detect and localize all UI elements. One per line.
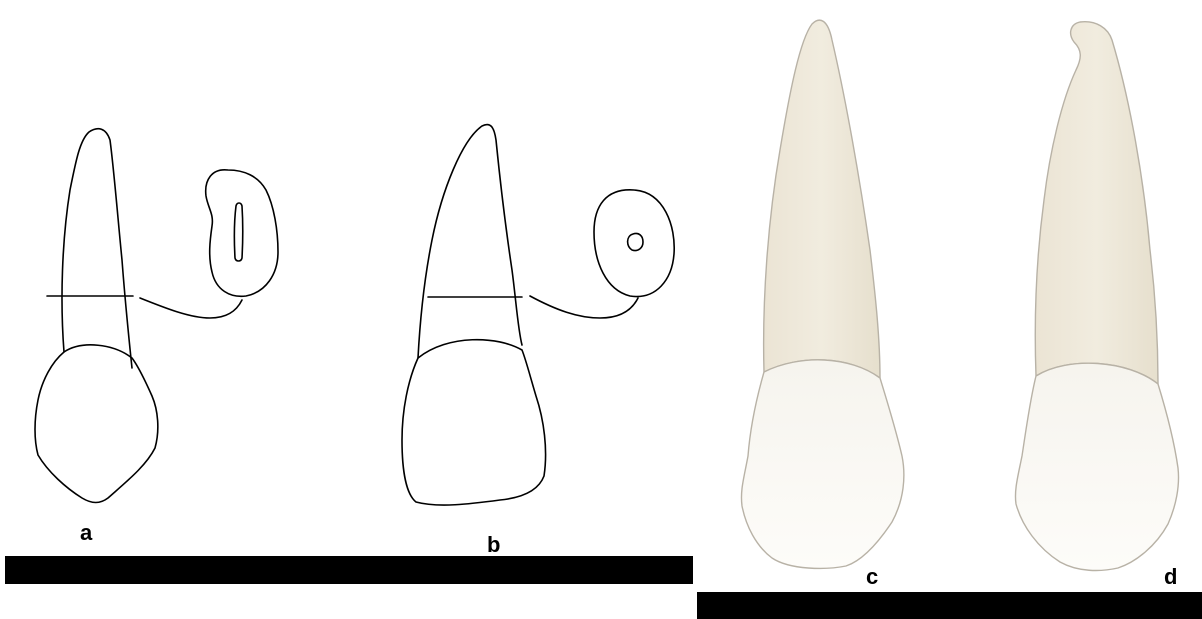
black-bar-left	[5, 556, 693, 584]
tooth-d-crown	[1015, 363, 1178, 570]
tooth-b-cross-section	[594, 190, 674, 297]
tooth-b-drawing	[402, 125, 674, 506]
tooth-a-cross-section	[206, 170, 278, 297]
tooth-c-crown	[741, 360, 903, 569]
tooth-a-pulp-canal	[234, 203, 242, 261]
tooth-b-crown-outline	[402, 340, 546, 505]
tooth-c-root	[764, 20, 880, 378]
tooth-b-pulp	[628, 233, 643, 250]
panel-label-b: b	[487, 534, 500, 556]
tooth-a-crown-outline	[35, 345, 158, 503]
tooth-b-root-outline	[418, 125, 522, 358]
tooth-a-drawing	[35, 129, 278, 503]
panel-label-c: c	[866, 566, 878, 588]
tooth-d-root	[1035, 22, 1158, 384]
tooth-d-illustration	[1015, 22, 1178, 571]
tooth-a-root-outline	[62, 129, 132, 368]
tooth-c-illustration	[741, 20, 903, 568]
tooth-a-connector	[140, 298, 242, 318]
tooth-b-connector	[530, 296, 638, 318]
panel-label-a: a	[80, 522, 92, 544]
black-bar-right	[697, 592, 1202, 619]
panel-label-d: d	[1164, 566, 1177, 588]
